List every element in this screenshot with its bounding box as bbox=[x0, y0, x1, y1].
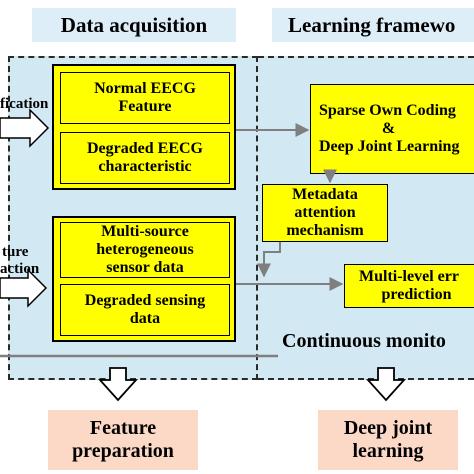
multi-source-line1: Multi-source bbox=[101, 223, 189, 240]
side-label-feature-extraction-line1: ture bbox=[2, 244, 29, 260]
learning-framework-frame bbox=[258, 56, 474, 380]
feature-preparation-line2: preparation bbox=[72, 440, 174, 462]
data-acquisition-frame bbox=[8, 56, 258, 380]
multi-level-prediction-box: Multi-level err prediction bbox=[344, 264, 474, 308]
down-arrow-deep bbox=[365, 367, 407, 402]
metadata-attention-box: Metadata attention mechanism bbox=[262, 184, 388, 242]
normal-eecg-line2: Feature bbox=[118, 98, 172, 115]
feature-preparation-box: Feature preparation bbox=[48, 410, 198, 470]
degraded-sensing-line1: Degraded sensing bbox=[84, 292, 206, 309]
arrow-metadata-to-prediction bbox=[257, 242, 281, 278]
degraded-sensing-box: Degraded sensing data bbox=[60, 284, 230, 336]
continuous-monitoring-label: Continuous monito bbox=[282, 330, 446, 352]
input-arrow-top bbox=[0, 108, 50, 148]
multi-source-sensor-box: Multi-source heterogeneous sensor data bbox=[60, 222, 230, 278]
degraded-sensing-line2: data bbox=[129, 310, 161, 327]
down-arrow-feature bbox=[97, 367, 139, 402]
degraded-eecg-box: Degraded EECG characteristic bbox=[60, 132, 230, 184]
metadata-line3: mechanism bbox=[286, 222, 364, 239]
deep-joint-learning-box: Deep joint learning bbox=[318, 410, 458, 470]
header-data-acquisition: Data acquisition bbox=[32, 8, 236, 42]
feature-preparation-line1: Feature bbox=[89, 417, 157, 439]
deep-joint-learning-line1: Deep joint bbox=[343, 417, 433, 439]
sparse-coding-line1: Sparse Own Coding bbox=[319, 102, 456, 119]
multi-source-line2: heterogeneous bbox=[96, 241, 194, 258]
normal-eecg-line1: Normal EECG bbox=[94, 80, 196, 97]
degraded-eecg-line1: Degraded EECG bbox=[87, 140, 203, 157]
header-learning-framework: Learning framewo bbox=[272, 8, 474, 42]
sparse-coding-line2: & bbox=[381, 120, 396, 137]
metadata-line2: attention bbox=[294, 204, 356, 221]
input-arrow-bottom bbox=[0, 268, 48, 308]
normal-eecg-feature-box: Normal EECG Feature bbox=[60, 72, 230, 124]
degraded-eecg-line2: characteristic bbox=[98, 158, 192, 175]
side-label-classification: fication bbox=[0, 96, 49, 112]
sparse-coding-line3: Deep Joint Learning bbox=[319, 138, 460, 155]
multi-level-line1: Multi-level err bbox=[359, 268, 459, 285]
multi-level-line2: prediction bbox=[381, 286, 452, 303]
multi-source-line3: sensor data bbox=[106, 259, 184, 276]
metadata-line1: Metadata bbox=[292, 186, 358, 203]
deep-joint-learning-line2: learning bbox=[352, 440, 424, 462]
sparse-coding-box: Sparse Own Coding & Deep Joint Learning bbox=[310, 84, 474, 174]
